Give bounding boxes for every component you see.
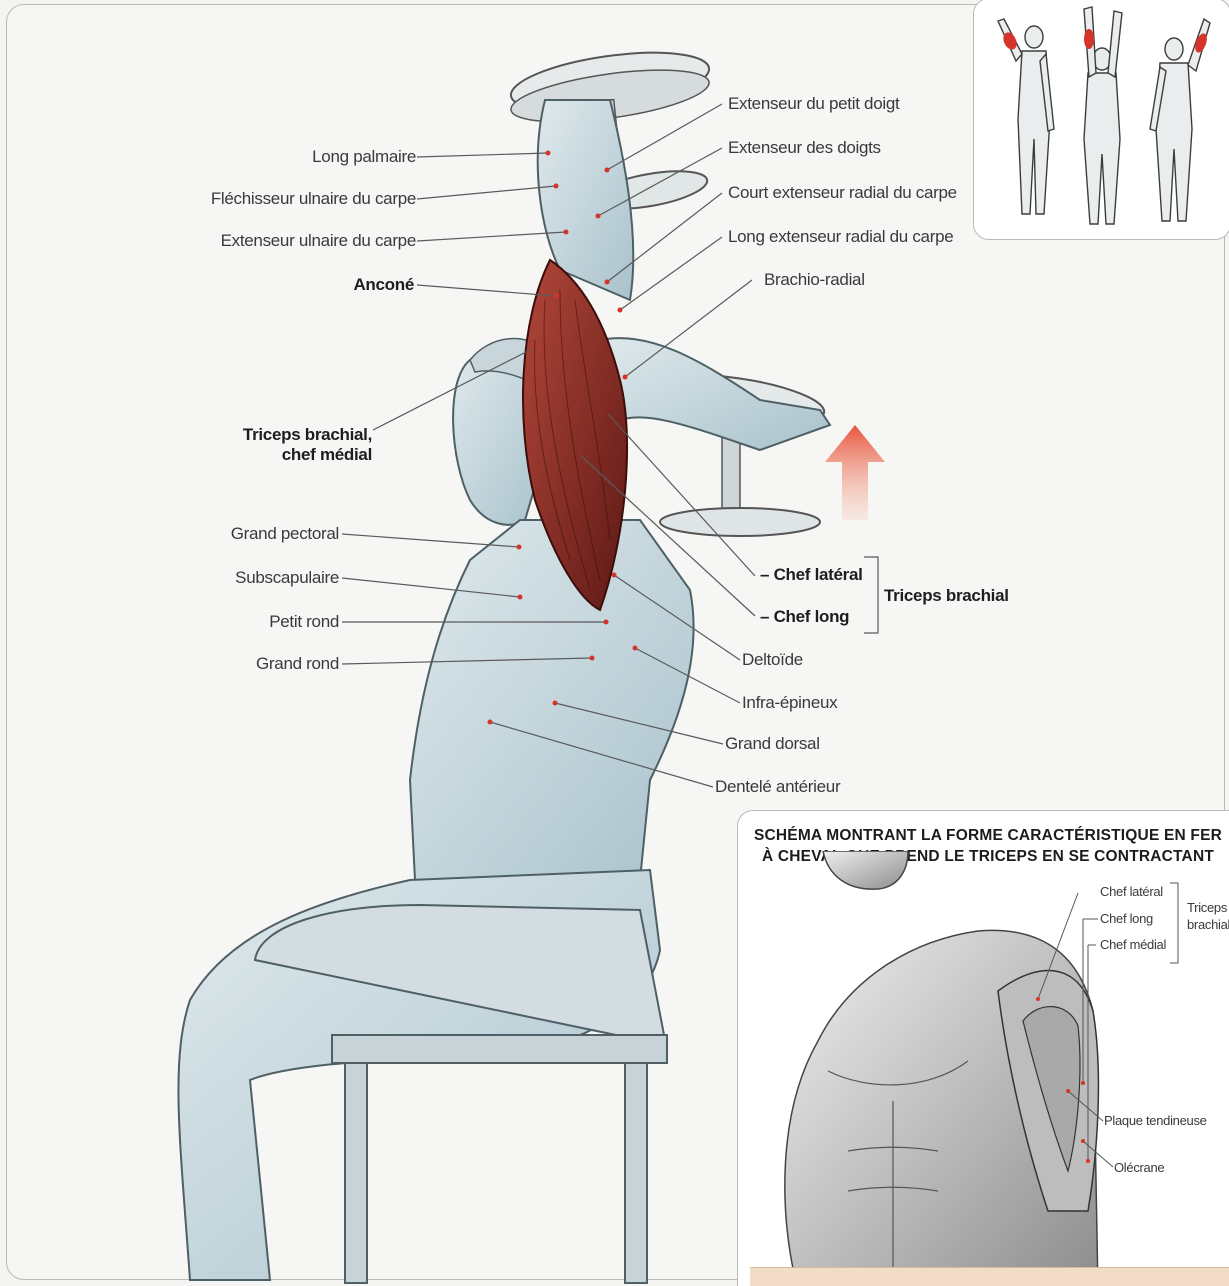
label-triceps-medial-2: chef médial — [282, 445, 372, 465]
label-flechisseur-ulnaire: Fléchisseur ulnaire du carpe — [211, 189, 416, 209]
label-long-extenseur-radial: Long extenseur radial du carpe — [728, 227, 953, 247]
inset-label-triceps: Triceps — [1187, 900, 1227, 915]
label-subscapulaire: Subscapulaire — [235, 568, 339, 588]
torso — [410, 520, 694, 880]
label-extenseur-ulnaire: Extenseur ulnaire du carpe — [221, 231, 416, 251]
label-triceps-medial-1: Triceps brachial, — [243, 425, 372, 445]
label-ancone: Anconé — [353, 275, 414, 295]
label-infra-epineux: Infra-épineux — [742, 693, 837, 713]
bench-frame — [332, 1035, 667, 1283]
label-triceps-brachial: Triceps brachial — [884, 586, 1009, 606]
label-court-extenseur-radial: Court extenseur radial du carpe — [728, 183, 957, 203]
caption-strip — [750, 1267, 1229, 1286]
inset-drawing — [738, 851, 1229, 1286]
label-chef-long: – Chef long — [760, 607, 849, 627]
label-grand-rond: Grand rond — [256, 654, 339, 674]
label-deltoide: Deltoïde — [742, 650, 803, 670]
figures-drawing — [974, 0, 1229, 237]
label-dentele-anterieur: Dentelé antérieur — [715, 777, 840, 797]
label-grand-pectoral: Grand pectoral — [231, 524, 339, 544]
muscle-figures-thumbnail — [973, 0, 1229, 240]
label-grand-dorsal: Grand dorsal — [725, 734, 820, 754]
inset-label-plaque-tendineuse: Plaque tendineuse — [1104, 1113, 1207, 1128]
up-arrow-icon — [825, 425, 885, 520]
inset-schematic: SCHÉMA MONTRANT LA FORME CARACTÉRISTIQUE… — [737, 810, 1229, 1286]
inset-label-chef-medial: Chef médial — [1100, 937, 1166, 952]
inset-label-olecrane: Olécrane — [1114, 1160, 1164, 1175]
label-brachio-radial: Brachio-radial — [764, 270, 865, 290]
label-extenseur-petit-doigt: Extenseur du petit doigt — [728, 94, 899, 114]
label-long-palmaire: Long palmaire — [312, 147, 416, 167]
inset-label-brachial: brachial — [1187, 917, 1229, 932]
inset-label-chef-long: Chef long — [1100, 911, 1153, 926]
label-chef-lateral: – Chef latéral — [760, 565, 863, 585]
label-extenseur-doigts: Extenseur des doigts — [728, 138, 881, 158]
inset-label-chef-lateral: Chef latéral — [1100, 884, 1163, 899]
label-petit-rond: Petit rond — [269, 612, 339, 632]
